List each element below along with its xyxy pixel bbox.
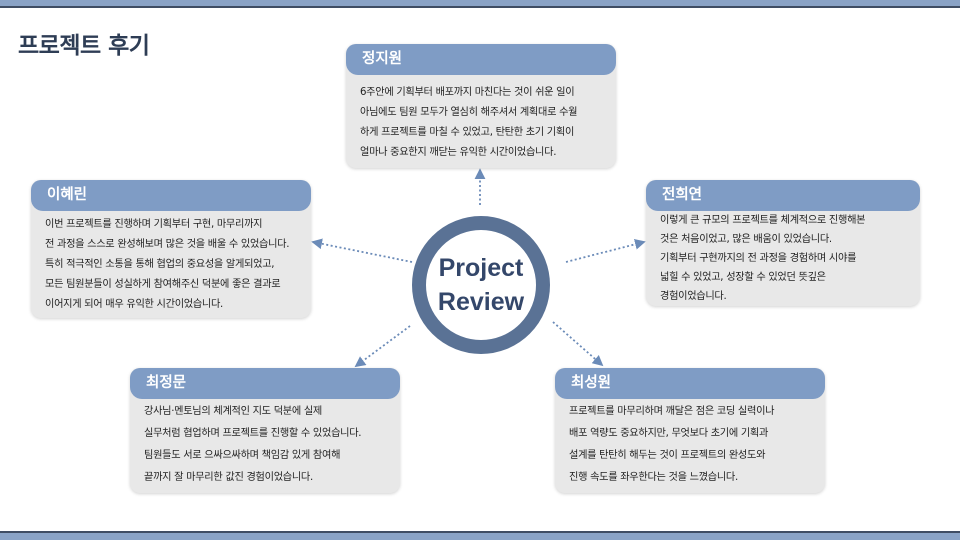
reviewer-name: 이혜린 xyxy=(31,180,311,211)
arrow-bottom-left xyxy=(354,325,411,368)
review-body: 이렇게 큰 규모의 프로젝트를 체계적으로 진행해본 것은 처음이었고, 많은 … xyxy=(646,211,920,316)
review-line: 팀원들도 서로 으싸으싸하며 책임감 있게 참여해 xyxy=(144,450,341,461)
review-body: 프로젝트를 마무리하며 깨달은 점은 코딩 실력이나 배포 역량도 중요하지만,… xyxy=(555,399,825,499)
arrow-right xyxy=(565,239,646,263)
review-line: 이번 프로젝트를 진행하며 기획부터 구현, 마무리까지 xyxy=(45,219,263,230)
center-line2: Review xyxy=(437,288,525,316)
review-line: 아님에도 팀원 모두가 열심히 해주셔서 계획대로 수월 xyxy=(360,107,578,118)
review-line: 이어지게 되어 매우 유익한 시간이었습니다. xyxy=(45,299,223,310)
review-line: 전 과정을 스스로 완성해보며 많은 것을 배울 수 있었습니다. xyxy=(45,239,290,250)
review-line: 얼마나 중요한지 깨닫는 유익한 시간이었습니다. xyxy=(360,147,557,158)
center-line1: Project xyxy=(438,254,524,282)
review-card-choijeongmun: 최정문 강사님·멘토님의 체계적인 지도 덕분에 실제 실무처럼 협업하며 프로… xyxy=(130,368,400,493)
review-line: 배포 역량도 중요하지만, 무엇보다 초기에 기획과 xyxy=(569,428,769,439)
review-body: 6주안에 기획부터 배포까지 마친다는 것이 쉬운 일이 아님에도 팀원 모두가… xyxy=(346,75,616,173)
review-body: 이번 프로젝트를 진행하며 기획부터 구현, 마무리까지 전 과정을 스스로 완… xyxy=(31,211,311,325)
bottom-accent-bar xyxy=(0,531,960,540)
review-line: 강사님·멘토님의 체계적인 지도 덕분에 실제 xyxy=(144,406,322,417)
review-line: 경험이었습니다. xyxy=(660,291,727,302)
review-line: 끝까지 잘 마무리한 값진 경험이었습니다. xyxy=(144,472,313,483)
arrow-bottom-right xyxy=(552,321,604,367)
reviewer-name: 전희연 xyxy=(646,180,920,211)
review-body: 강사님·멘토님의 체계적인 지도 덕분에 실제 실무처럼 협업하며 프로젝트를 … xyxy=(130,399,400,499)
reviewer-name: 최성원 xyxy=(555,368,825,399)
review-line: 모든 팀원분들이 성실하게 참여해주신 덕분에 좋은 결과로 xyxy=(45,279,281,290)
review-line: 것은 처음이었고, 많은 배움이 있었습니다. xyxy=(660,234,832,245)
review-card-choiseongwon: 최성원 프로젝트를 마무리하며 깨달은 점은 코딩 실력이나 배포 역량도 중요… xyxy=(555,368,825,493)
reviewer-name: 정지원 xyxy=(346,44,616,75)
page-title: 프로젝트 후기 xyxy=(18,33,150,59)
review-line: 6주안에 기획부터 배포까지 마친다는 것이 쉬운 일이 xyxy=(360,87,575,98)
review-line: 하게 프로젝트를 마칠 수 있었고, 탄탄한 초기 기획이 xyxy=(360,127,575,138)
review-card-leehyerin: 이혜린 이번 프로젝트를 진행하며 기획부터 구현, 마무리까지 전 과정을 스… xyxy=(31,180,311,318)
review-line: 특히 적극적인 소통을 통해 협업의 중요성을 알게되었고, xyxy=(45,259,275,270)
review-line: 넓힐 수 있었고, 성장할 수 있었던 뜻깊은 xyxy=(660,272,826,283)
review-line: 프로젝트를 마무리하며 깨달은 점은 코딩 실력이나 xyxy=(569,406,775,417)
review-line: 이렇게 큰 규모의 프로젝트를 체계적으로 진행해본 xyxy=(660,215,866,226)
review-line: 실무처럼 협업하며 프로젝트를 진행할 수 있었습니다. xyxy=(144,428,362,439)
review-card-jeongjiwon: 정지원 6주안에 기획부터 배포까지 마친다는 것이 쉬운 일이 아님에도 팀원… xyxy=(346,44,616,168)
project-review-circle: Project Review xyxy=(412,216,550,354)
arrow-left xyxy=(311,238,413,263)
reviewer-name: 최정문 xyxy=(130,368,400,399)
review-card-jeonhuiyeon: 전희연 이렇게 큰 규모의 프로젝트를 체계적으로 진행해본 것은 처음이었고,… xyxy=(646,180,920,306)
review-line: 설계를 탄탄히 해두는 것이 프로젝트의 완성도와 xyxy=(569,450,766,461)
top-accent-bar xyxy=(0,0,960,8)
review-line: 진행 속도를 좌우한다는 것을 느꼈습니다. xyxy=(569,472,738,483)
review-line: 기획부터 구현까지의 전 과정을 경험하며 시야를 xyxy=(660,253,857,264)
